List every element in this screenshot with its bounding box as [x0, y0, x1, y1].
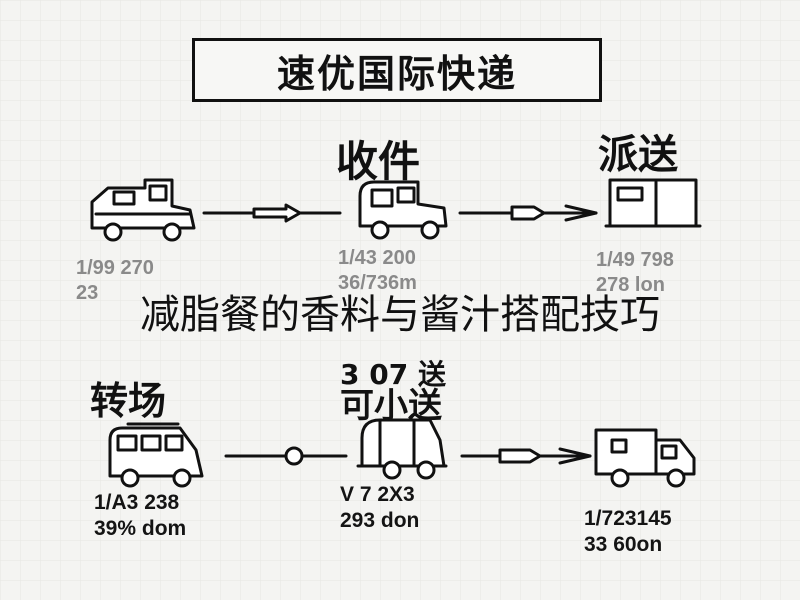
- connector-arrow-icon: [202, 203, 342, 223]
- caption-line: 23: [76, 282, 99, 304]
- stage-caption-4: 1/A3 238 39% dom: [94, 490, 186, 543]
- title-box: 速优国际快递: [192, 38, 602, 102]
- caption-line: 1/723145: [584, 507, 672, 530]
- caption-line: 1/49 798: [596, 249, 674, 271]
- stage-heading-receive: 收件: [336, 137, 421, 186]
- stage-caption-5: V 7 2X3 293 don: [340, 482, 419, 535]
- connector-line-icon: [224, 446, 348, 466]
- page-title: 速优国际快递: [276, 51, 517, 96]
- heading-line: 3 07 送: [340, 358, 446, 391]
- stage-heading-dispatch: 派送: [598, 132, 678, 178]
- box-truck-icon: [594, 428, 696, 488]
- stage-caption-3: 1/49 798 278 lon: [596, 248, 674, 298]
- stage-caption-1: 1/99 270 23: [76, 256, 154, 306]
- connector-arrow-icon: [460, 447, 592, 465]
- caption-line: 1/99 270: [76, 257, 154, 279]
- parcel-locker-icon: [604, 178, 702, 228]
- overlay-title: 减脂餐的香料与酱汁搭配技巧: [140, 292, 660, 338]
- caption-line: 1/A3 238: [94, 491, 180, 514]
- caption-line: 278 lon: [596, 274, 665, 296]
- camper-van-icon: [108, 422, 204, 488]
- caption-line: 36/736m: [338, 272, 417, 294]
- connector-arrow-icon: [458, 204, 598, 222]
- caption-line: 1/43 200: [338, 247, 416, 269]
- stage-caption-6: 1/723145 33 60on: [584, 506, 672, 559]
- caption-line: 33 60on: [584, 533, 663, 557]
- caption-line: 293 don: [340, 509, 420, 533]
- heading-line: 可小送: [340, 386, 442, 427]
- caption-line: V 7 2X3: [340, 483, 415, 506]
- delivery-truck-icon: [356, 418, 448, 480]
- pickup-truck-icon: [90, 178, 196, 242]
- caption-line: 39% dom: [94, 517, 187, 541]
- stage-heading-transfer: 转场: [90, 379, 167, 423]
- van-icon: [358, 180, 448, 240]
- stage-heading-delivery: 3 07 送 可小送: [340, 360, 446, 425]
- stage-caption-2: 1/43 200 36/736m: [338, 246, 417, 296]
